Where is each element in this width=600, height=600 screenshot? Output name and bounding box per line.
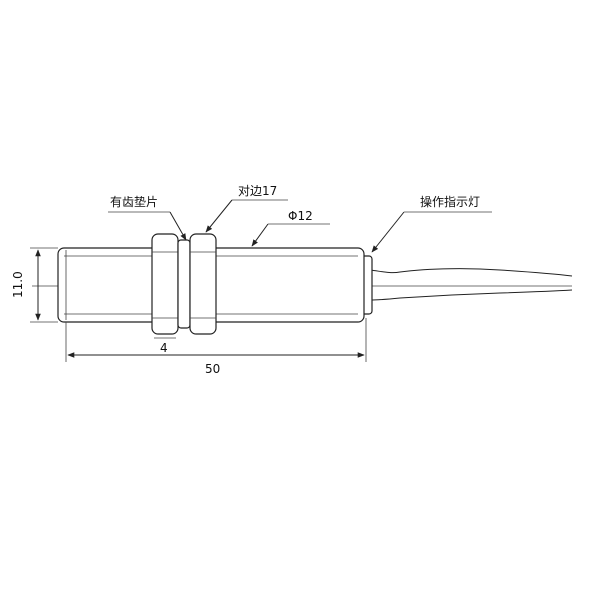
- washer-label: 有齿垫片: [110, 194, 158, 209]
- diameter-leader: [251, 223, 269, 247]
- flats-label: 对边17: [238, 184, 277, 198]
- indicator-leader: [371, 211, 405, 253]
- cable-top: [369, 268, 573, 277]
- diameter-label: Φ12: [288, 209, 313, 223]
- nut-rear: [189, 233, 217, 335]
- indicator-label: 操作指示灯: [420, 194, 480, 209]
- nut-dim-label: 4: [160, 341, 168, 355]
- toothed-washer: [177, 239, 191, 329]
- flats-leader: [205, 199, 233, 233]
- height-dim-label: 11.0: [11, 271, 25, 298]
- washer-leader: [169, 211, 187, 241]
- nut-front: [151, 233, 179, 335]
- length-dim-label: 50: [205, 362, 220, 376]
- cable-bottom: [369, 289, 573, 301]
